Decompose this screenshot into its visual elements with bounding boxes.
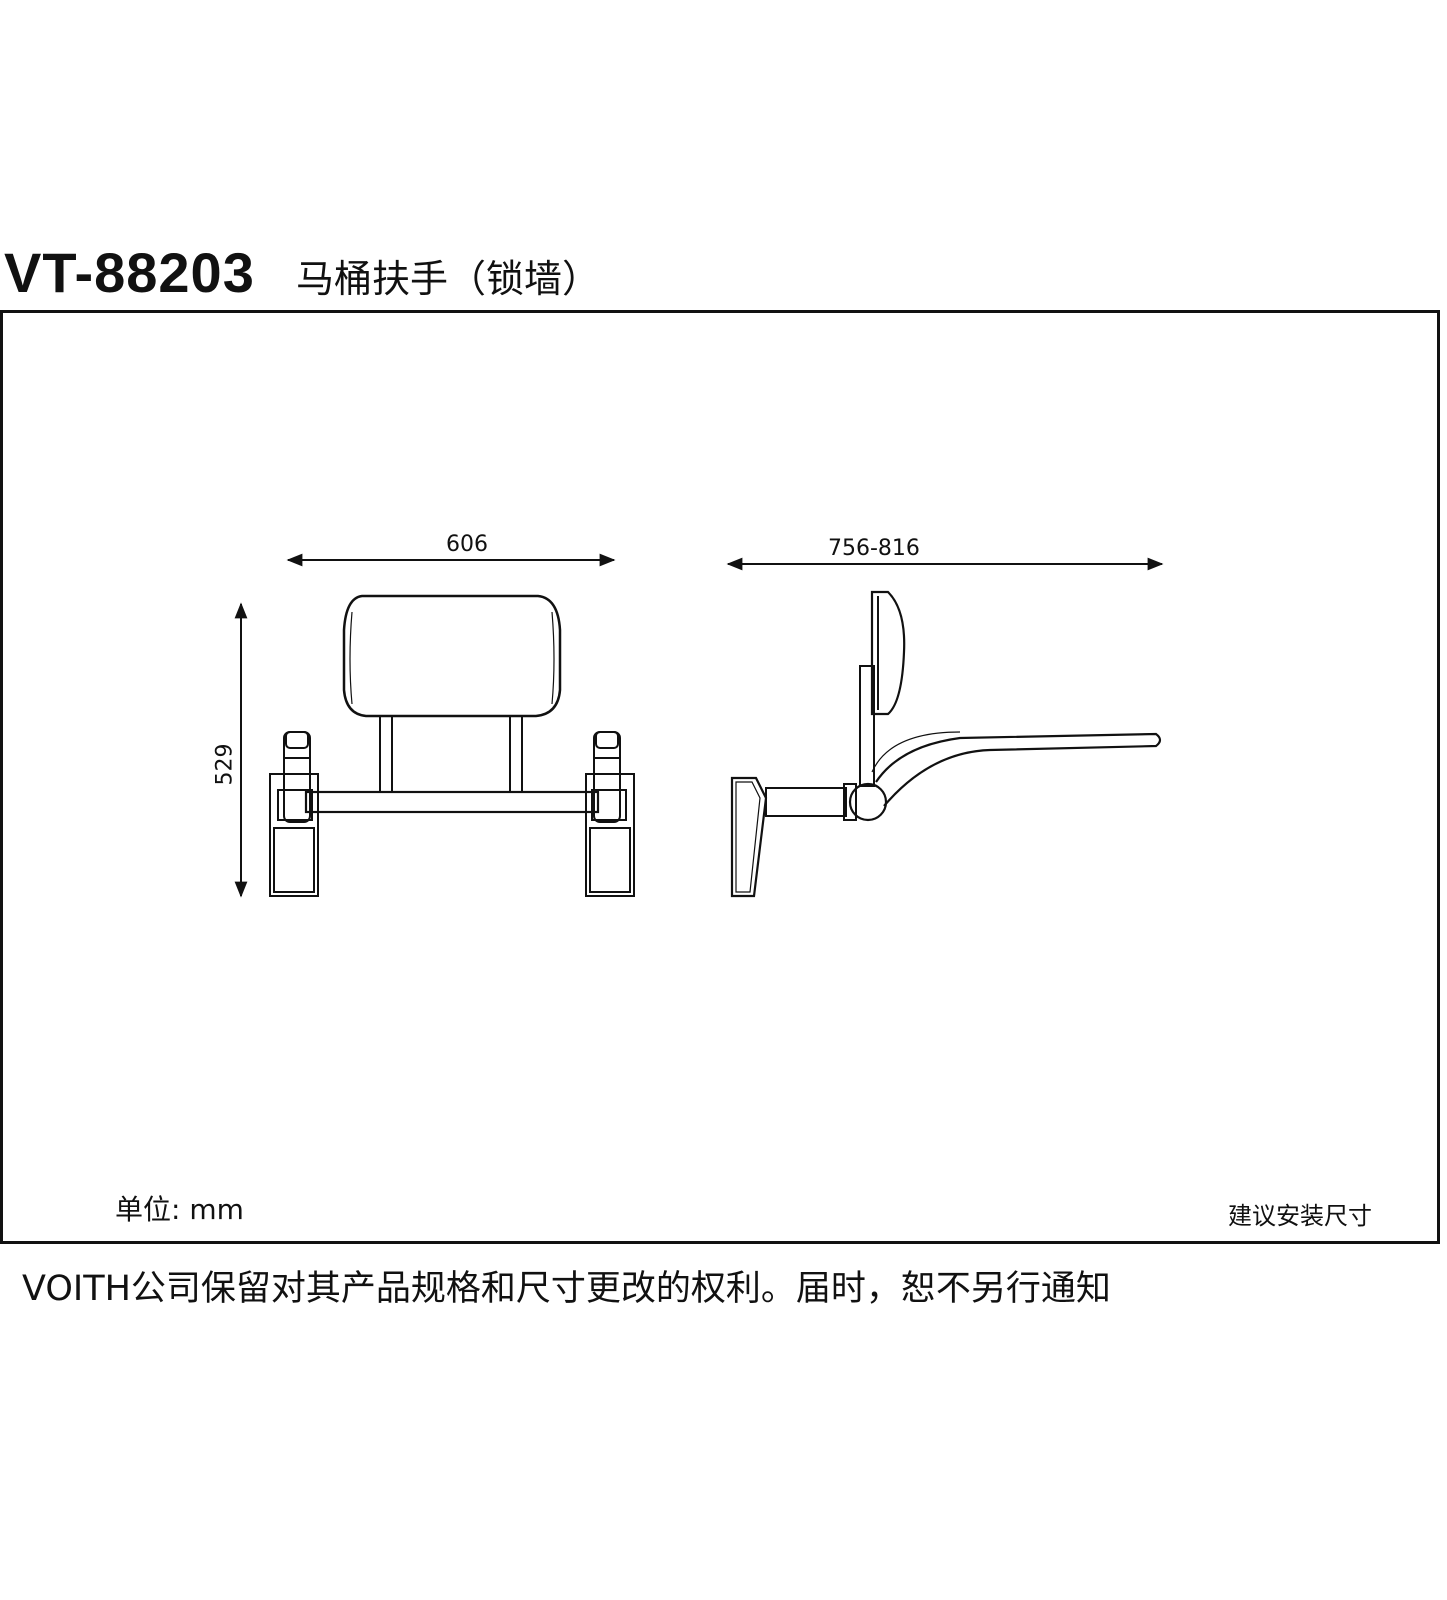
- backrest-cushion: [342, 594, 562, 718]
- footer-disclaimer: VOITH公司保留对其产品规格和尺寸更改的权利。届时，恕不另行通知: [22, 1269, 1111, 1309]
- product-name: 马桶扶手（锁墙）: [295, 257, 600, 301]
- vertical-post: [859, 665, 875, 787]
- side-view: [726, 557, 1164, 898]
- right-bracket: [585, 731, 635, 897]
- cross-bar: [304, 790, 600, 814]
- wall-tube: [765, 787, 847, 817]
- unit-label: 单位: mm: [115, 1193, 244, 1226]
- height-label: 529: [212, 743, 238, 786]
- right-post: [509, 715, 523, 793]
- wall-plate: [730, 776, 768, 898]
- front-view: [234, 553, 635, 898]
- model-number: VT-88203: [4, 241, 255, 304]
- width-label: 606: [446, 532, 488, 557]
- left-post: [379, 715, 393, 793]
- backrest-side: [870, 590, 906, 716]
- left-bracket: [269, 731, 319, 897]
- drawing-frame: [0, 310, 1440, 1244]
- depth-label: 756-816: [828, 536, 920, 561]
- hinge-knob: [848, 782, 888, 822]
- install-note: 建议安装尺寸: [1228, 1202, 1372, 1230]
- armrest-arm: [875, 732, 1162, 807]
- title-block: VT-88203 马桶扶手（锁墙）: [4, 240, 600, 310]
